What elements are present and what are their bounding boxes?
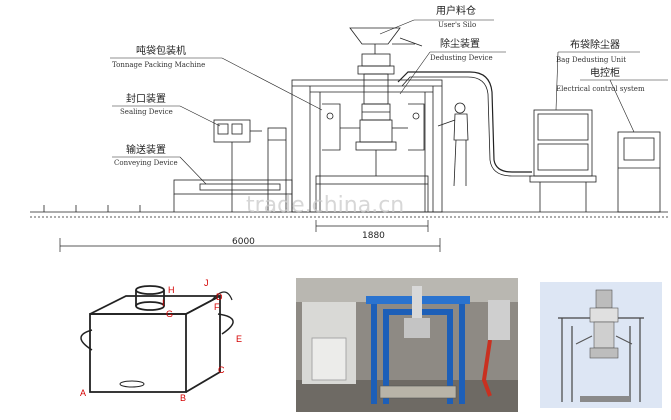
bag-letter-h: H [168,285,175,295]
label-conveying: 输送装置 [126,143,166,156]
machine-render [540,282,662,408]
leader-lines [110,19,668,185]
label-sealing: 封口装置 [126,92,166,105]
label-tonnage: 吨袋包装机 [136,44,186,57]
label-control: 电控柜 [590,66,620,79]
bag-letter-i: I [162,298,165,308]
label-user-silo-en: User's Silo [438,21,476,29]
bag-diagram [80,285,234,393]
bag-letter-g: G [166,309,173,319]
dimension-inner: 1880 [362,231,385,241]
label-conveying-en: Conveying Device [114,159,178,167]
bag-letter-c: C [218,365,225,375]
label-dedusting: 除尘装置 [440,37,480,50]
watermark: trade.china.cn [246,193,404,218]
bag-letters: A B C D E F G H I J [80,278,242,403]
bag-letter-e: E [236,334,242,344]
machine-photo [296,278,518,412]
label-bag-dedusting-en: Bag Dedusting Unit [556,56,626,64]
dimension-lines [59,220,441,252]
label-control-en: Electrical control system [556,85,645,93]
label-tonnage-en: Tonnage Packing Machine [112,61,205,69]
dimension-overall: 6000 [232,237,255,247]
label-dedusting-en: Dedusting Device [430,54,493,62]
elevation-drawing [30,27,668,218]
label-bag-dedusting: 布袋除尘器 [570,38,620,51]
bag-letter-b: B [180,393,186,403]
label-user-silo: 用户料仓 [436,4,476,17]
label-sealing-en: Sealing Device [120,108,173,116]
bag-letter-d: D [216,292,223,302]
bag-letter-a: A [80,388,86,398]
bag-letter-f: F [214,302,220,312]
bag-letter-j: J [204,278,209,288]
